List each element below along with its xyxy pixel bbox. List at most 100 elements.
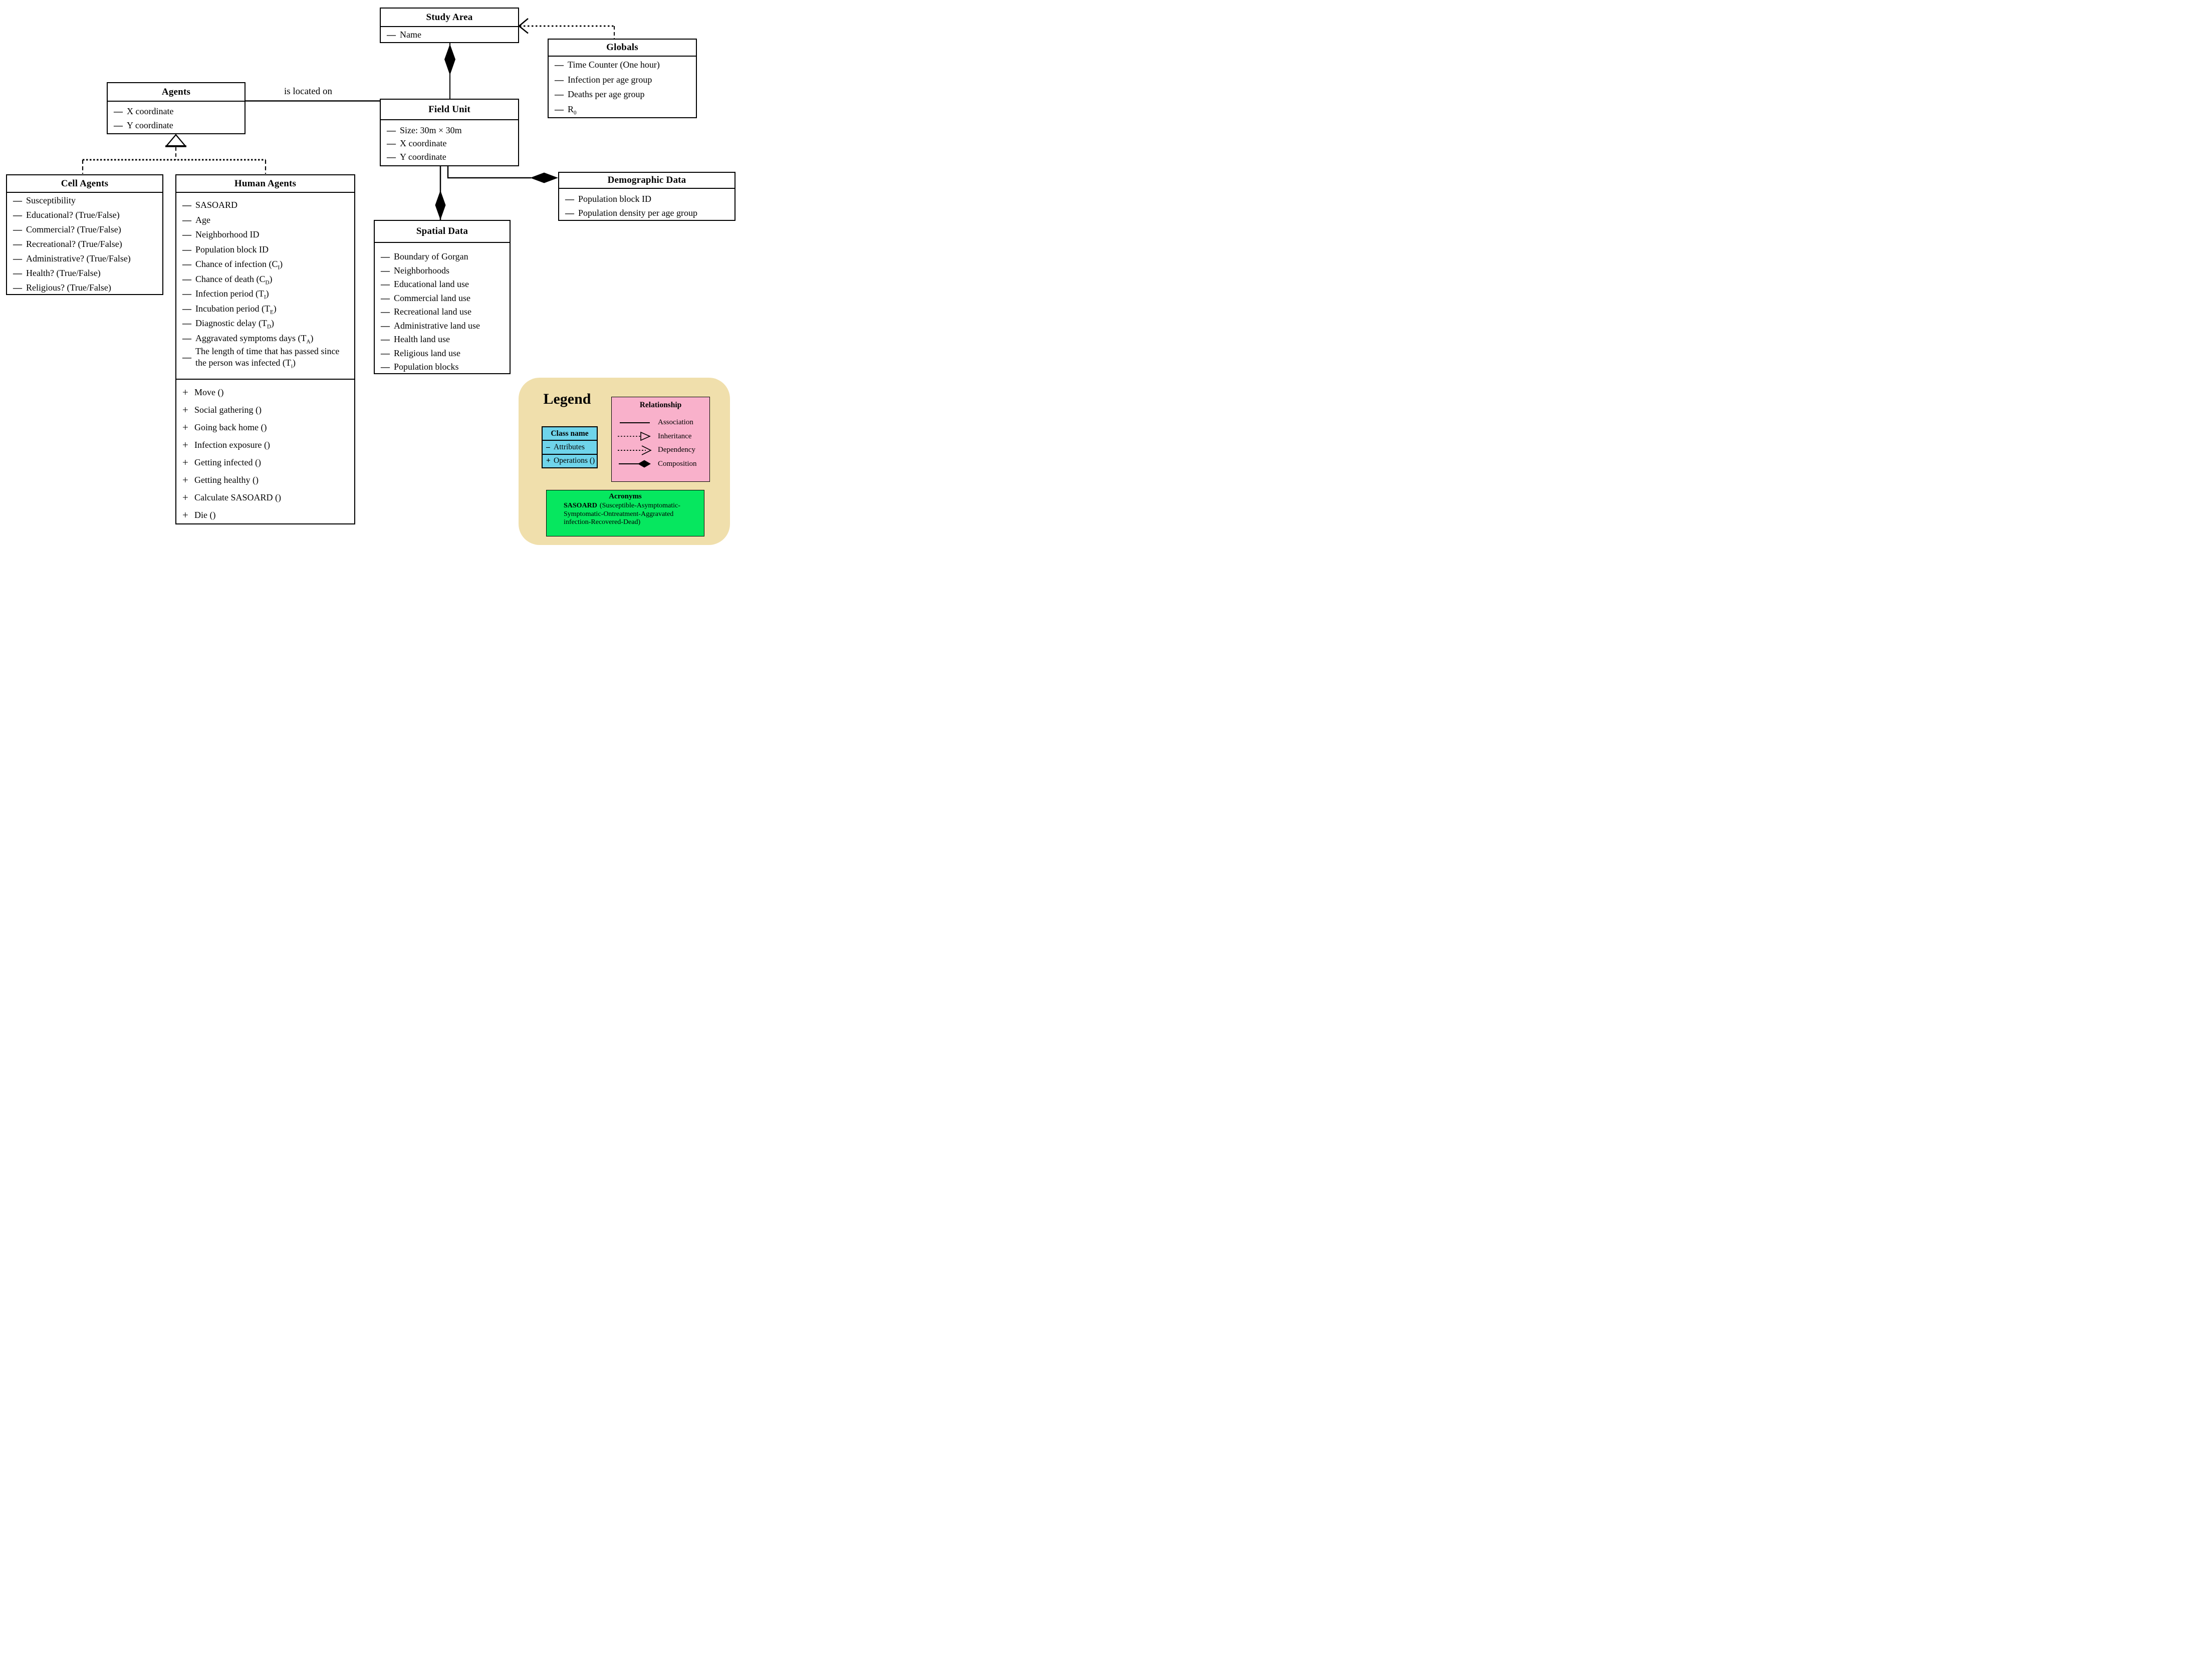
member-text: Educational? (True/False) — [26, 210, 120, 220]
member-prefix: — — [387, 125, 396, 135]
attribute-row: — Infection period (TI) — [176, 287, 354, 302]
legend-operations-row: + Operations () — [543, 455, 597, 467]
composition-label-text: Composition — [658, 459, 697, 468]
member-prefix: — — [182, 289, 191, 299]
attribute-row: —Name — [381, 27, 518, 42]
class-box-globals: Globals — Time Counter (One hour) — Infecti… — [548, 39, 697, 118]
member-prefix: — — [555, 89, 564, 100]
member-text: Name — [400, 30, 421, 40]
attribute-row: —Diagnostic delay (TD) — [176, 316, 354, 331]
legend-title: Legend — [543, 391, 591, 407]
attribute-row: —Commercial? (True/False) — [7, 222, 162, 237]
legend-panel: Legend Class name – Attributes + Operati… — [519, 378, 730, 545]
operation-prefix: + — [546, 456, 551, 465]
member-prefix: + — [182, 474, 188, 486]
member-text: Time Counter (One hour) — [568, 60, 660, 70]
member-prefix: — — [13, 253, 22, 263]
uml-diagram-canvas: is located on Study Area —Name Globals —… — [0, 0, 738, 552]
member-prefix: + — [182, 421, 188, 433]
member-prefix: — — [114, 106, 123, 116]
member-text: Die () — [194, 510, 216, 520]
member-prefix: — — [381, 265, 390, 275]
member-text: Social gathering () — [194, 405, 262, 415]
member-text: Health? (True/False) — [26, 268, 101, 278]
class-box-spatial-data: Spatial Data —Boundary of Gorgan—Neighbo… — [374, 220, 511, 374]
member-prefix: — — [387, 151, 396, 162]
demographic-data-attributes: —Population block ID—Population density … — [559, 189, 734, 220]
member-text: Neighborhood ID — [195, 229, 260, 240]
study-area-attributes: —Name — [381, 27, 518, 42]
member-prefix: + — [182, 491, 188, 503]
legend-attributes-label: Attributes — [554, 442, 585, 451]
attribute-row: —Recreational? (True/False) — [7, 237, 162, 251]
member-text: Size: 30m × 30m — [400, 125, 462, 135]
legend-composition-row: Composition — [612, 457, 709, 471]
member-prefix: — — [381, 320, 390, 331]
member-prefix: — — [381, 293, 390, 303]
member-text: X coordinate — [400, 138, 447, 149]
member-text: Religious? (True/False) — [26, 283, 111, 293]
legend-inheritance-row: Inheritance — [612, 430, 709, 444]
member-prefix: — — [182, 244, 191, 254]
member-text: Aggravated symptoms days (TA) — [195, 333, 314, 345]
operation-row: +Move () — [176, 384, 354, 401]
member-text: Infection exposure () — [194, 440, 270, 450]
member-prefix: — — [381, 348, 390, 358]
cell-agents-title: Cell Agents — [7, 175, 162, 193]
member-text: Population density per age group — [578, 207, 697, 218]
member-text: Neighborhoods — [394, 265, 449, 275]
member-prefix: — — [114, 120, 123, 130]
inheritance-triangle-icon — [165, 134, 186, 147]
member-text: Infection period (TI) — [195, 289, 269, 301]
member-prefix: — — [182, 259, 191, 269]
globals-attributes: — Time Counter (One hour) — Infection per a… — [549, 57, 696, 117]
legend-class-name-box: Class name – Attributes + Operations () — [542, 426, 598, 468]
attribute-row: —Deaths per age group — [549, 87, 696, 102]
member-prefix: — — [182, 214, 191, 225]
attribute-row: — Administrative land use — [375, 319, 510, 333]
attribute-row: —Recreational land use — [375, 305, 510, 319]
legend-operations-label: Operations () — [554, 456, 595, 465]
member-prefix: + — [182, 386, 188, 398]
attribute-row: — Educational? (True/False) — [7, 208, 162, 222]
attribute-row: — Chance of infection (CI) — [176, 257, 354, 272]
composition-diamond-icon — [619, 460, 651, 468]
legend-dependency-row: Dependency — [612, 443, 709, 457]
member-prefix: — — [565, 207, 574, 218]
member-prefix: — — [13, 224, 22, 234]
attribute-row: —Boundary of Gorgan — [375, 250, 510, 264]
legend-acronyms-title: Acronyms — [609, 492, 642, 500]
operation-row: +Getting infected () — [176, 454, 354, 471]
attribute-row: — Commercial land use — [375, 292, 510, 306]
spatial-data-attributes: —Boundary of Gorgan—Neighborhoods—Educat… — [375, 243, 510, 373]
agents-title: Agents — [108, 83, 244, 102]
member-text: Population block ID — [195, 244, 269, 254]
attribute-row: —Neighborhood ID — [176, 227, 354, 242]
spatialdata-composition-diamond-icon — [435, 190, 446, 220]
member-prefix: — — [13, 210, 22, 220]
operation-row: +Die () — [176, 506, 354, 523]
attribute-row: —Religious? (True/False) — [7, 281, 162, 294]
attribute-row: — Y coordinate — [108, 118, 244, 132]
member-text: Chance of infection (CI) — [195, 259, 283, 271]
member-prefix: — — [555, 60, 564, 70]
member-text: Commercial land use — [394, 293, 470, 303]
member-text: Calculate SASOARD () — [194, 492, 281, 502]
member-text: Administrative land use — [394, 320, 480, 331]
inheritance-arrow-icon — [618, 432, 651, 441]
agents-attributes: —X coordinate—Y coordinate — [108, 102, 244, 133]
member-text: Y coordinate — [127, 120, 173, 130]
attribute-row: —Susceptibility — [7, 193, 162, 208]
association-label: is located on — [284, 86, 333, 97]
attribute-row: —Administrative? (True/False) — [7, 251, 162, 266]
dependency-label-text: Dependency — [658, 446, 695, 454]
operation-row: +Social gathering () — [176, 401, 354, 419]
member-text: Susceptibility — [26, 195, 76, 205]
attribute-row: —R0 — [549, 102, 696, 117]
attribute-row: —Y coordinate — [381, 150, 518, 164]
member-text: Infection per age group — [568, 74, 652, 85]
demographic-data-title: Demographic Data — [559, 173, 734, 189]
member-text: Health land use — [394, 334, 450, 345]
connector-layer — [82, 18, 615, 220]
globals-title: Globals — [549, 40, 696, 57]
